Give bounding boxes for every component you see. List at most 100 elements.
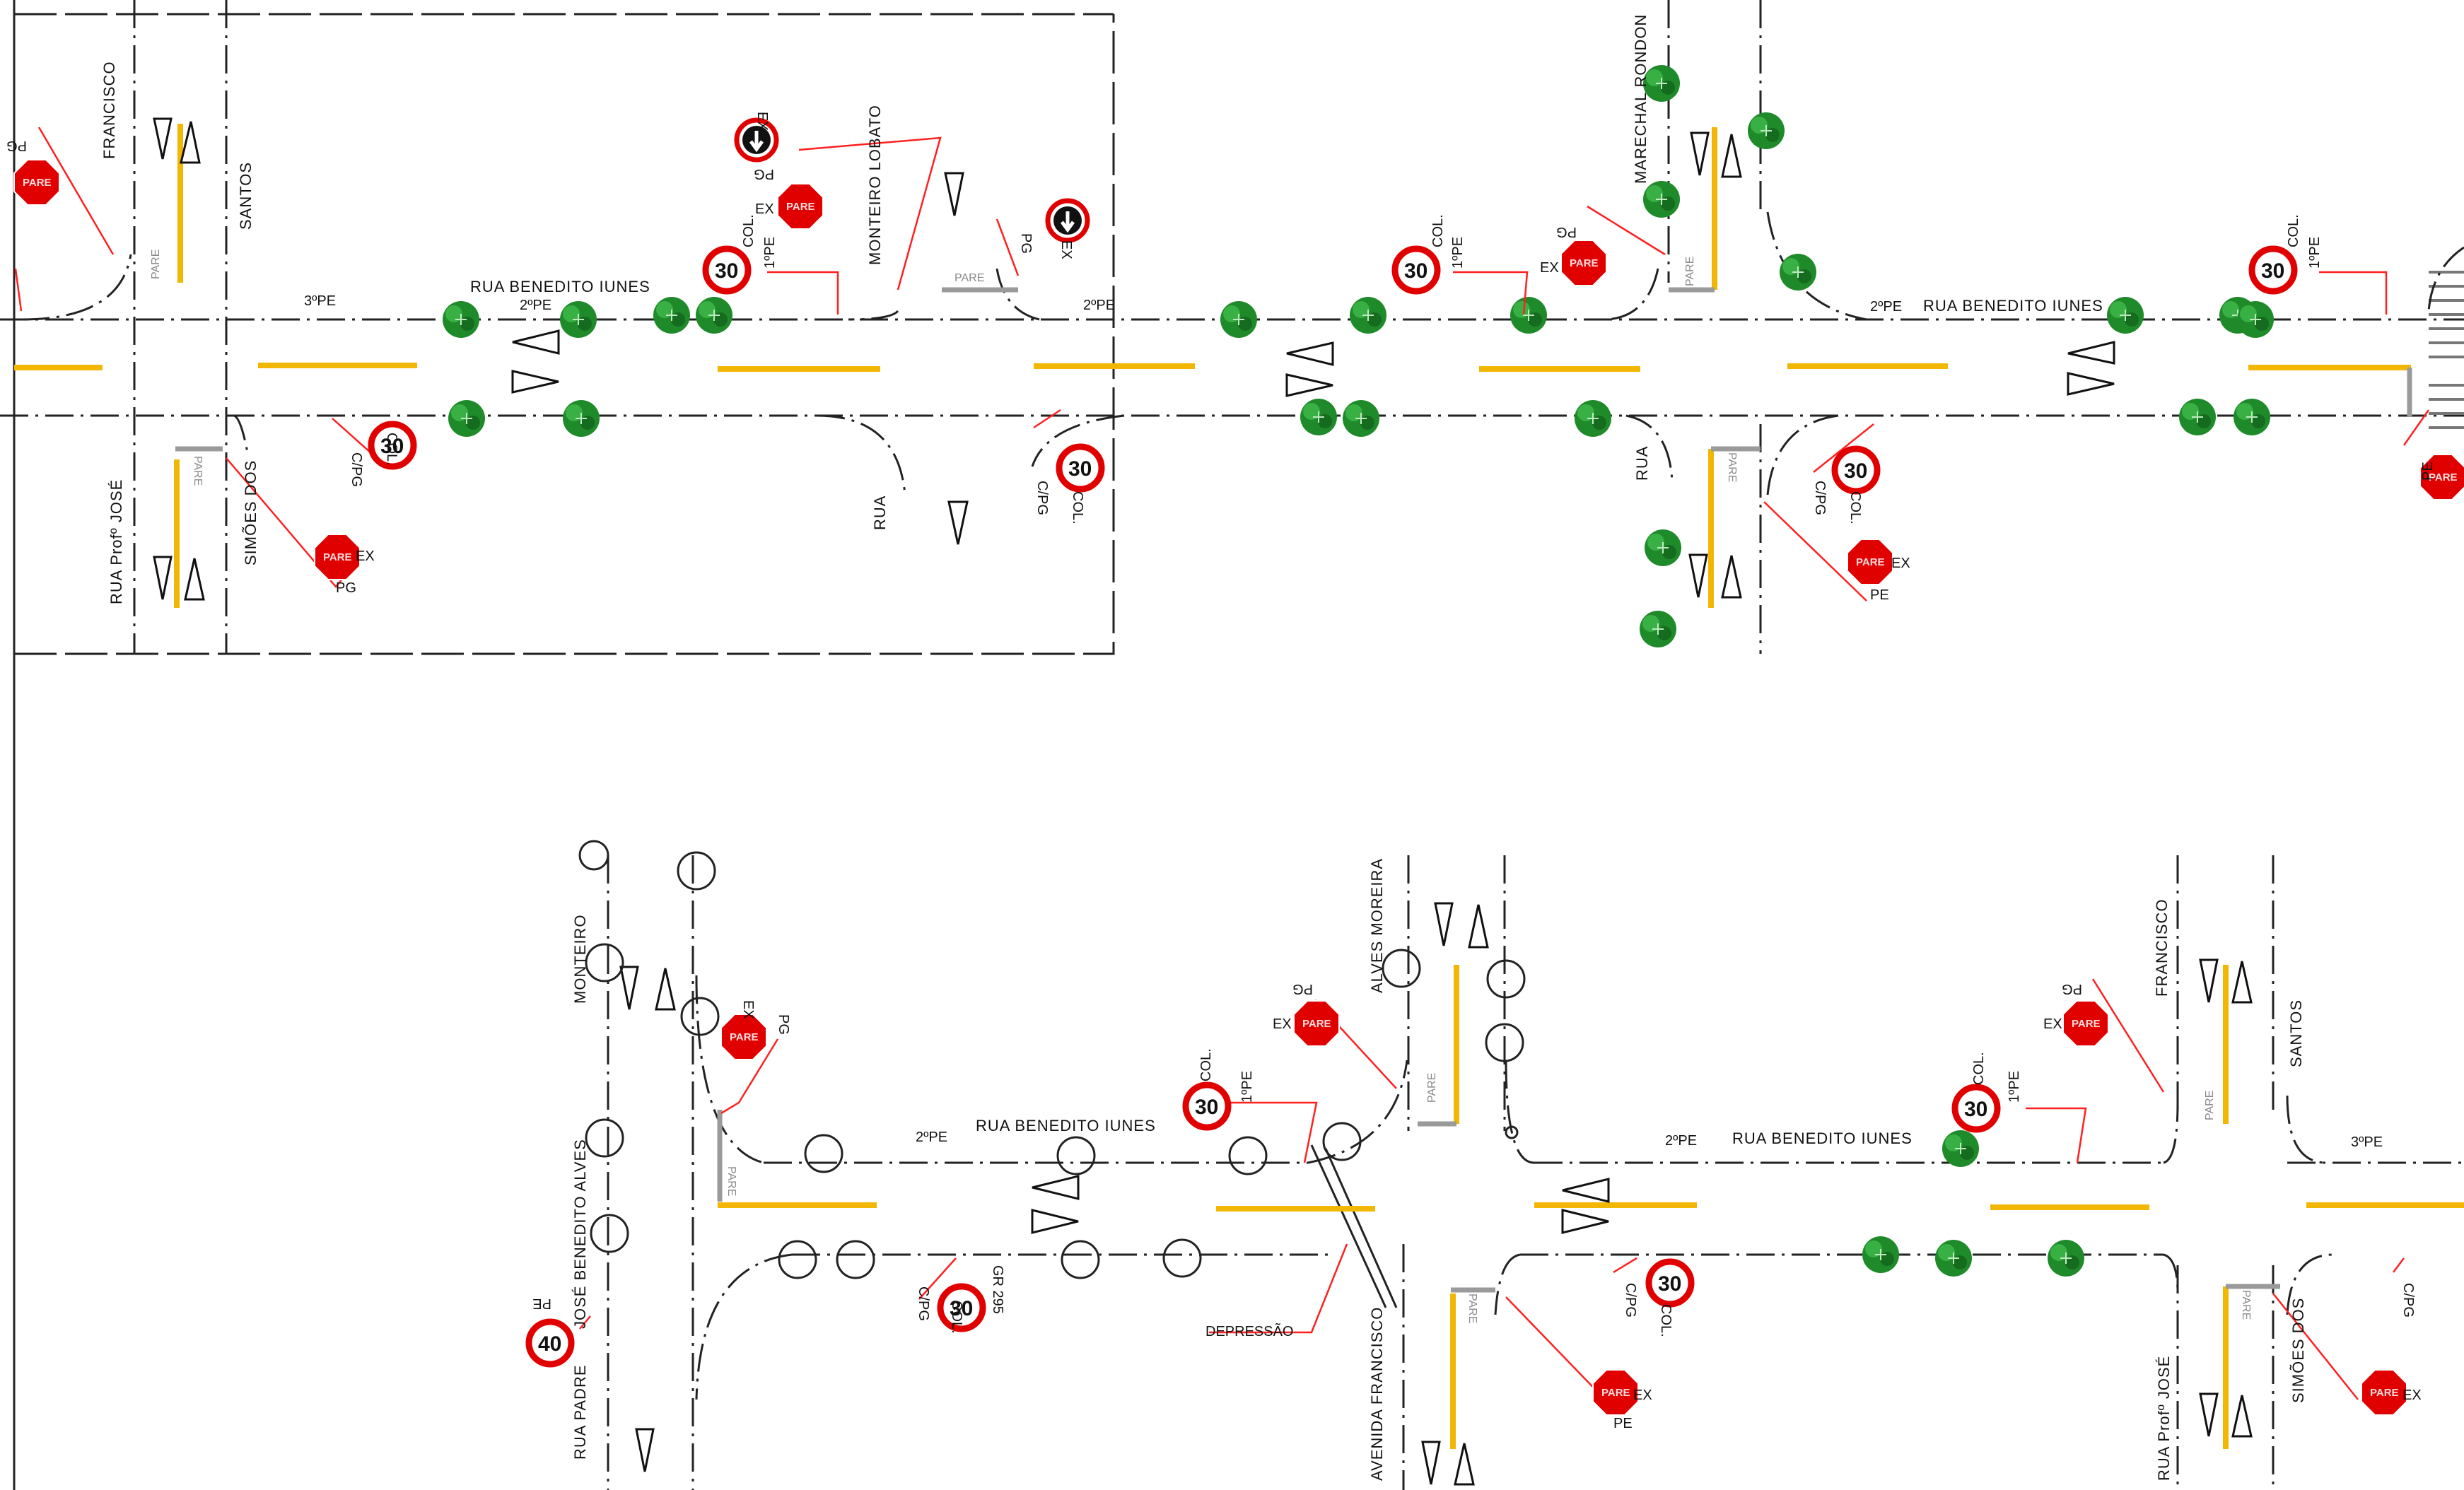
bottom-panel: PARE PARE PARE PARE PARE [529, 840, 2464, 1490]
street-label: RUA BENEDITO IUNES [1923, 297, 2103, 315]
street-labels-top: FRANCISCO SANTOS RUA BENEDITO IUNES MONT… [100, 14, 2103, 604]
svg-text:30: 30 [1844, 459, 1867, 483]
street-label: RUA BENEDITO IUNES [470, 278, 650, 295]
svg-text:EX: EX [2402, 1388, 2422, 1403]
street-label: MONTEIRO LOBATO [866, 105, 884, 265]
street-label: FRANCISCO [100, 61, 118, 159]
svg-text:40: 40 [538, 1332, 561, 1356]
svg-text:30: 30 [1068, 457, 1092, 481]
svg-text:COL.: COL. [1658, 1304, 1674, 1337]
pavement-label: PARE [192, 456, 204, 486]
pavement-label: PARE [150, 250, 162, 279]
svg-text:COL.: COL. [1198, 1048, 1214, 1081]
svg-text:30: 30 [1964, 1098, 1987, 1121]
svg-text:1ºPE: 1ºPE [2007, 1071, 2022, 1103]
street-label: RUA BENEDITO IUNES [976, 1117, 1156, 1134]
svg-text:COL.: COL. [741, 214, 757, 247]
pavement-label: PARE [1726, 452, 1738, 482]
svg-text:EX: EX [356, 549, 375, 564]
street-label: RUA Profº JOSÉ [107, 479, 125, 604]
street-label: RUA [1633, 446, 1651, 481]
svg-text:PARE: PARE [2072, 1018, 2101, 1030]
svg-text:COL.: COL. [1070, 491, 1085, 524]
svg-text:EX: EX [755, 201, 774, 217]
street-label: RUA BENEDITO IUNES [1732, 1130, 1913, 1147]
svg-text:PARE: PARE [1302, 1018, 1331, 1030]
svg-text:PARE: PARE [1601, 1387, 1630, 1399]
street-label: SANTOS [2287, 999, 2305, 1067]
svg-text:PE: PE [1613, 1416, 1633, 1431]
svg-text:COL.: COL. [1430, 214, 1446, 247]
street-label: RUA Profº JOSÉ [2155, 1356, 2173, 1481]
svg-text:PARE: PARE [786, 201, 815, 213]
svg-text:EX: EX [754, 112, 770, 131]
svg-text:PE: PE [2420, 462, 2436, 481]
pavement-label: PARE [2204, 1091, 2216, 1120]
svg-text:30: 30 [1658, 1272, 1681, 1296]
svg-text:PARE: PARE [23, 177, 52, 189]
svg-text:PE: PE [532, 1296, 551, 1311]
lane-arrows [153, 117, 2115, 601]
stop-signs-bottom: PARE PARE PARE PARE PARE [720, 1000, 2407, 1416]
svg-text:EX: EX [740, 1000, 756, 1019]
svg-text:C/PG: C/PG [1812, 481, 1828, 515]
svg-text:COL.: COL. [949, 1301, 964, 1334]
sign-leaders-top [14, 127, 2430, 602]
svg-text:EX: EX [1540, 260, 1559, 276]
svg-text:PG: PG [336, 580, 356, 596]
street-label: RUA PADRE [571, 1364, 589, 1460]
pavement-label: PARE [725, 1166, 737, 1196]
svg-text:30: 30 [2261, 259, 2284, 283]
svg-text:2ºPE: 2ºPE [916, 1130, 947, 1145]
svg-text:GR 295: GR 295 [990, 1265, 1005, 1314]
svg-text:PG: PG [1292, 981, 1313, 997]
svg-text:2ºPE: 2ºPE [1870, 299, 1902, 315]
svg-text:1ºPE: 1ºPE [1450, 237, 1466, 269]
pavement-label: PARE [954, 272, 984, 284]
svg-text:30: 30 [1404, 259, 1427, 283]
svg-text:PARE: PARE [2429, 471, 2458, 483]
street-label: ALVES MOREIRA [1368, 858, 1386, 993]
svg-text:3ºPE: 3ºPE [2351, 1134, 2383, 1150]
pavement-label: PARE [1466, 1294, 1478, 1323]
svg-text:2ºPE: 2ºPE [520, 298, 551, 313]
street-label: AVENIDA FRANCISCO [1368, 1307, 1386, 1481]
street-label: MONTEIRO [571, 914, 589, 1004]
svg-text:EX: EX [1633, 1388, 1652, 1403]
sign-leaders-bottom [579, 978, 2405, 1400]
svg-text:30: 30 [380, 435, 404, 458]
street-label: RUA [871, 495, 889, 530]
pavement-label: PARE [2240, 1290, 2252, 1320]
pavement-label: PARE [1684, 257, 1696, 286]
speed-signs-bottom: 30 30 30 30 40 [529, 1085, 1997, 1364]
svg-text:EX: EX [1273, 1016, 1292, 1032]
svg-text:1ºPE: 1ºPE [2307, 237, 2323, 269]
street-label: MARECHAL RONDON [1632, 14, 1650, 184]
svg-text:C/PG: C/PG [1623, 1283, 1638, 1318]
svg-text:DEPRESSÃO: DEPRESSÃO [1205, 1322, 1293, 1339]
svg-text:PG: PG [776, 1014, 791, 1035]
svg-text:PG: PG [2062, 981, 2082, 997]
svg-text:2ºPE: 2ºPE [1665, 1133, 1697, 1149]
svg-text:C/PG: C/PG [349, 452, 364, 487]
svg-text:PG: PG [1018, 233, 1034, 254]
trees-top [442, 64, 2275, 648]
street-label: SIMÕES DOS [2289, 1298, 2307, 1403]
svg-text:PARE: PARE [2370, 1387, 2399, 1399]
svg-text:EX: EX [1891, 556, 1910, 571]
svg-text:1ºPE: 1ºPE [1239, 1071, 1255, 1103]
svg-text:PG: PG [754, 166, 774, 182]
svg-text:2ºPE: 2ºPE [1083, 298, 1115, 313]
street-label: SANTOS [237, 162, 255, 230]
svg-text:PG: PG [6, 138, 27, 153]
pavement-label: PARE [1426, 1073, 1438, 1103]
notes-bottom: 2ºPE 1ºPE 2ºPE 1ºPE 3ºPE COL. COL. COL. … [532, 981, 2421, 1431]
svg-text:COL.: COL. [1847, 491, 1863, 524]
stop-signs-top: PARE PARE PARE PARE PARE PARE [13, 159, 2464, 585]
one-way-sign [1048, 201, 1087, 240]
svg-text:30: 30 [950, 1297, 973, 1320]
svg-text:3ºPE: 3ºPE [304, 293, 336, 309]
svg-text:C/PG: C/PG [1034, 481, 1050, 515]
svg-text:EX: EX [2043, 1016, 2062, 1032]
